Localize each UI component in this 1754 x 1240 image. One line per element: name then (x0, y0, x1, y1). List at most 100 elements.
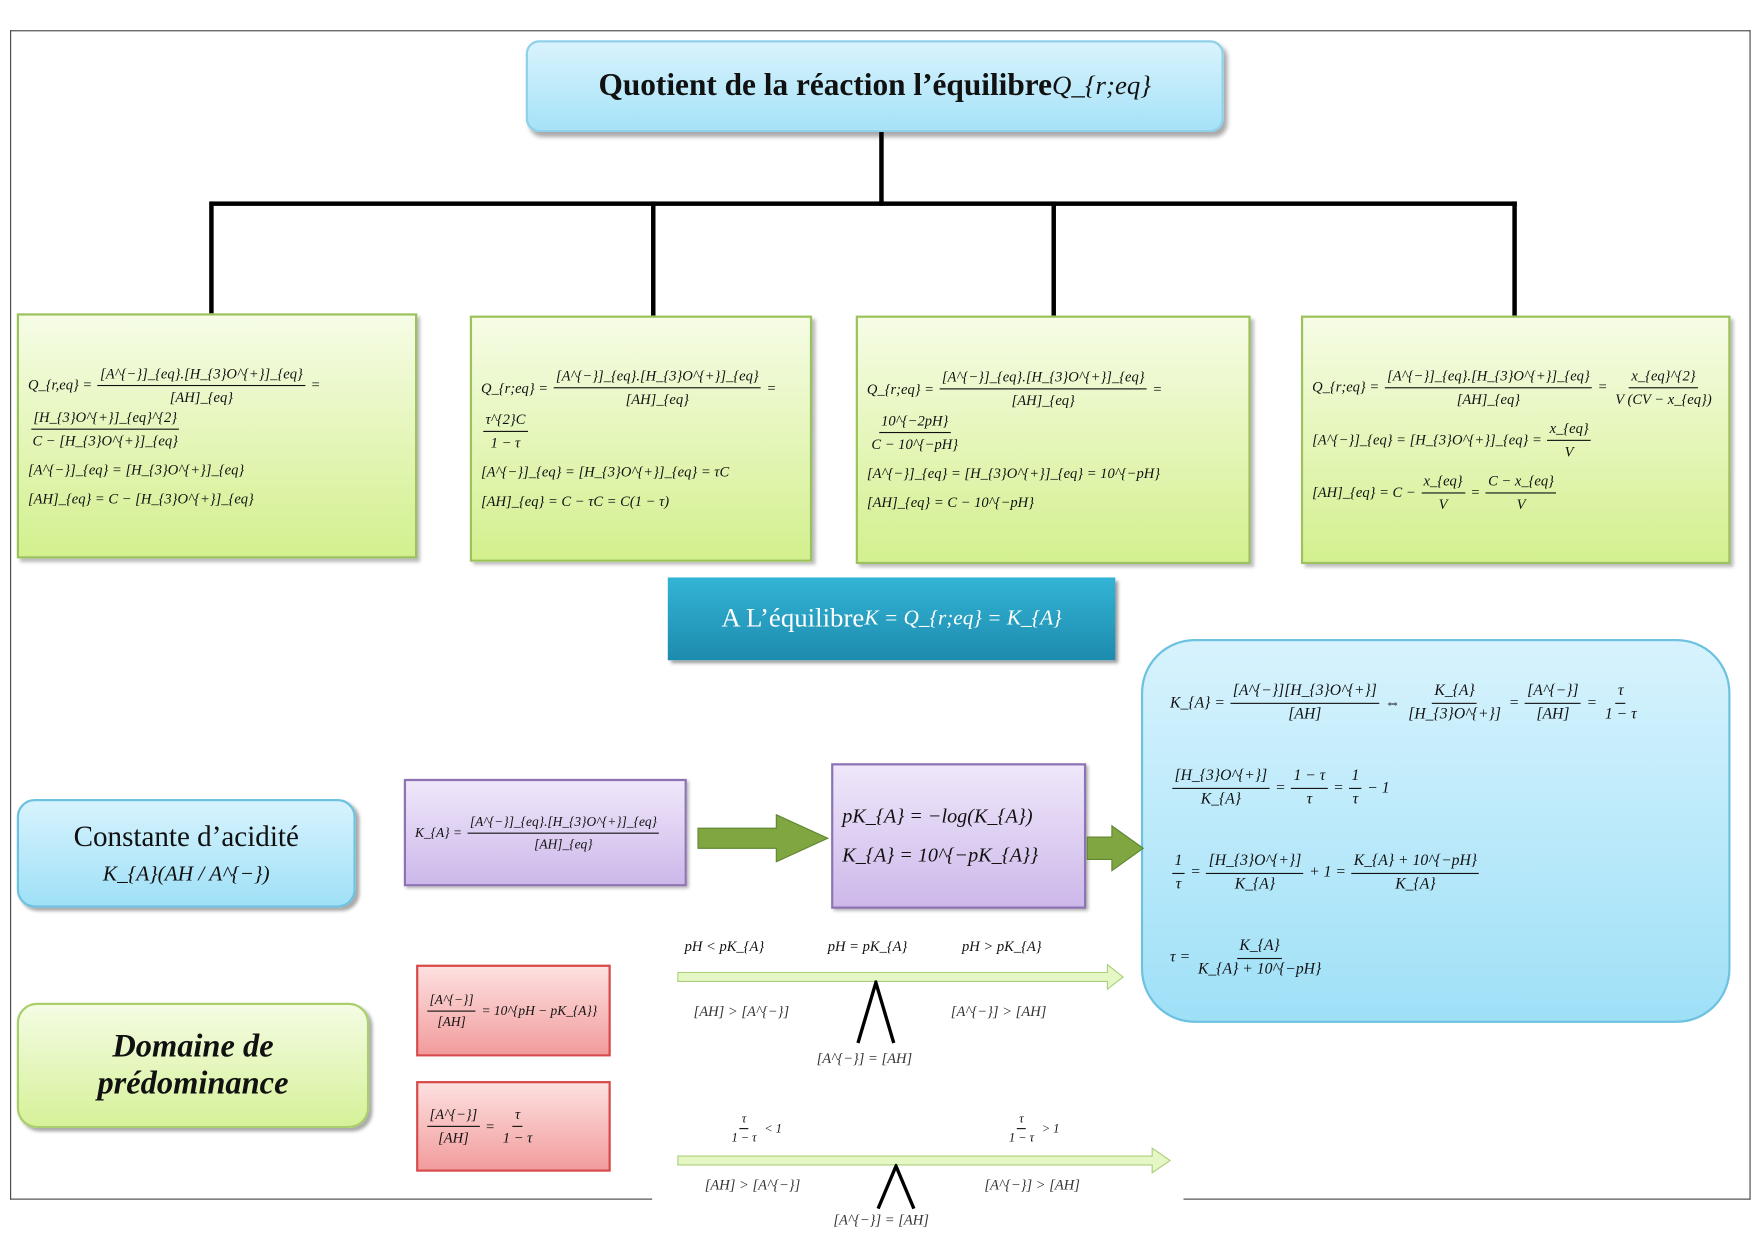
formula-line: [A^{−}][AH] = 10^{pH − pK_{A}} (425, 991, 597, 1030)
page-frame (10, 30, 1751, 1200)
ka-relations-box: K_{A} = [A^{−}][H_{3}O^{+}][AH] ⇔ K_{A} [… (1140, 639, 1731, 1023)
formula-text: [A^{−}] > [AH] (950, 1002, 1047, 1020)
denominator: K_{A} (1200, 791, 1242, 809)
numerator: [H_{3}O^{+}]_{eq}^{2} (31, 408, 180, 430)
quotient-box-2: Q_{r;eq} = [A^{−}]_{eq}.[H_{3}O^{+}]_{eq… (469, 315, 813, 562)
equilibrium-formula: K = Q_{r;eq} = K_{A} (864, 607, 1061, 632)
denominator: [AH]_{eq} (534, 835, 593, 852)
denominator: 1 − τ (502, 1129, 533, 1146)
formula-text: < 1 (764, 1121, 782, 1136)
denominator: V (1438, 495, 1448, 512)
denominator: τ (1306, 791, 1313, 809)
formula-text: [A^{−}]_{eq} = [H_{3}O^{+}]_{eq} = 10^{−… (866, 464, 1161, 482)
formula-text: K_{A} = 10^{−pK_{A}} (842, 843, 1039, 867)
frame-bottom-left (10, 1198, 653, 1200)
formula-text: Q_{r;eq} = (1312, 378, 1380, 396)
formula-text: [A^{−}] = [AH] (816, 1049, 913, 1067)
fraction: K_{A}K_{A} + 10^{−pH} (1196, 937, 1324, 978)
formula-text: = (1508, 694, 1520, 712)
connector-4 (1512, 201, 1517, 316)
denominator: [AH]_{eq} (169, 387, 234, 405)
formula-text: pH > pK_{A} (961, 937, 1042, 955)
formula-line: [A^{−}]_{eq} = [H_{3}O^{+}]_{eq} (28, 461, 406, 479)
formula-text: = (485, 1117, 495, 1135)
connector-3 (1051, 201, 1056, 316)
fraction: C − x_{eq}V (1485, 472, 1557, 513)
formula-line: [AH]_{eq} = C − [H_{3}O^{+}]_{eq} (28, 490, 406, 508)
formula-text: Q_{r;eq} = (480, 378, 549, 396)
acidity-label: Constante d’acidité (73, 819, 299, 853)
formula-text: ⇔ (1384, 694, 1401, 712)
formula-line: K_{A} = 10^{−pK_{A}} (842, 844, 1075, 868)
quotient-box-4: Q_{r;eq} = [A^{−}]_{eq}.[H_{3}O^{+}]_{eq… (1300, 315, 1731, 565)
connector-trunk (879, 132, 884, 206)
fraction: [A^{−}]_{eq}.[H_{3}O^{+}]_{eq}[AH]_{eq} (939, 368, 1147, 409)
formula-text: [A^{−}]_{eq} = [H_{3}O^{+}]_{eq} (27, 460, 245, 478)
denominator: C − 10^{−pH} (871, 435, 959, 453)
formula-text: [AH]_{eq} = C − 10^{−pH} (866, 493, 1035, 511)
formula-line: τ = K_{A}K_{A} + 10^{−pH} (1170, 937, 1701, 978)
formula-text: [AH] > [A^{−}] (704, 1176, 801, 1193)
formula-text: [A^{−}]_{eq} = [H_{3}O^{+}]_{eq} = (1312, 430, 1542, 448)
denominator: [H_{3}O^{+}] (1408, 706, 1501, 724)
numerator: [A^{−}]_{eq}.[H_{3}O^{+}]_{eq} (97, 364, 306, 386)
numerator: τ (739, 1112, 749, 1130)
formula-text: [AH]_{eq} = C − [H_{3}O^{+}]_{eq} (27, 489, 254, 507)
tau-scale-arrow (677, 1147, 1172, 1174)
numerator: [A^{−}] (1524, 683, 1581, 705)
formula-line: pK_{A} = −log(K_{A}) (842, 805, 1075, 829)
quotient-box-3: Q_{r;eq} = [A^{−}]_{eq}.[H_{3}O^{+}]_{eq… (855, 315, 1251, 565)
tau-left-dominance: [AH] > [A^{−}] (705, 1176, 801, 1194)
formula-text: = (1597, 378, 1608, 396)
formula-text: Q_{r,eq} = (27, 376, 93, 393)
numerator: K_{A} + 10^{−pH} (1351, 853, 1480, 874)
title-box: Quotient de la réaction l’équilibre Q_{r… (525, 40, 1224, 133)
fraction: K_{A} + 10^{−pH}K_{A} (1351, 853, 1480, 894)
numerator: τ (512, 1106, 523, 1127)
ph-left-dominance: [AH] > [A^{−}] (694, 1003, 790, 1021)
denominator: C − [H_{3}O^{+}]_{eq} (32, 431, 178, 449)
denominator: [AH] (437, 1013, 466, 1030)
formula-text: = (310, 376, 321, 393)
numerator: [H_{3}O^{+}] (1206, 853, 1304, 874)
formula-text: = (766, 378, 777, 396)
formula-text: = (1275, 779, 1286, 797)
denominator: τ (1175, 876, 1182, 893)
formula-text: pH = pK_{A} (827, 937, 908, 955)
formula-text: K_{A} = (415, 824, 463, 840)
fraction: 10^{−2pH}C − 10^{−pH} (869, 412, 960, 453)
tau-center-equal: [A^{−}] = [AH] (833, 1211, 929, 1229)
formula-text: K_{A} = (1170, 694, 1225, 712)
numerator: [A^{−}]_{eq}.[H_{3}O^{+}]_{eq} (939, 368, 1147, 390)
formula-text: pH < pK_{A} (684, 937, 765, 955)
formula-text: [AH]_{eq} = C − τC = C(1 − τ) (480, 492, 670, 510)
formula-line: [AH]_{eq} = C − 10^{−pH} (867, 494, 1239, 512)
formula-line: Q_{r;eq} = [A^{−}]_{eq}.[H_{3}O^{+}]_{eq… (1312, 367, 1719, 408)
equilibrium-box: A L’équilibre K = Q_{r;eq} = K_{A} (667, 577, 1116, 661)
formula-line: Q_{r;eq} = [A^{−}]_{eq}.[H_{3}O^{+}]_{eq… (867, 368, 1239, 453)
formula-text: = (1586, 694, 1598, 712)
formula-text: τ = (1170, 949, 1191, 966)
formula-text: [AH]_{eq} = C − (1312, 483, 1416, 501)
formula-line: [AH]_{eq} = C − x_{eq}V = C − x_{eq}V (1312, 472, 1719, 513)
fraction: [A^{−}]_{eq}.[H_{3}O^{+}]_{eq}[AH]_{eq} (97, 364, 306, 405)
frame-bottom-right (1183, 1198, 1751, 1200)
denominator: V (1564, 442, 1574, 460)
formula-text: = (1470, 483, 1481, 501)
fraction: [A^{−}][H_{3}O^{+}][AH] (1230, 683, 1380, 724)
pka-box: pK_{A} = −log(K_{A}) K_{A} = 10^{−pK_{A}… (831, 763, 1087, 909)
numerator: [A^{−}] (427, 991, 476, 1012)
tau-right-dominance: [A^{−}] > [AH] (984, 1176, 1080, 1194)
formula-text: > 1 (1041, 1121, 1060, 1136)
fraction: [A^{−}]_{eq}.[H_{3}O^{+}]_{eq}[AH]_{eq} (467, 813, 660, 852)
equilibrium-text: A L’équilibre (721, 603, 865, 633)
formula-text: = 10^{pH − pK_{A}} (481, 1002, 598, 1018)
